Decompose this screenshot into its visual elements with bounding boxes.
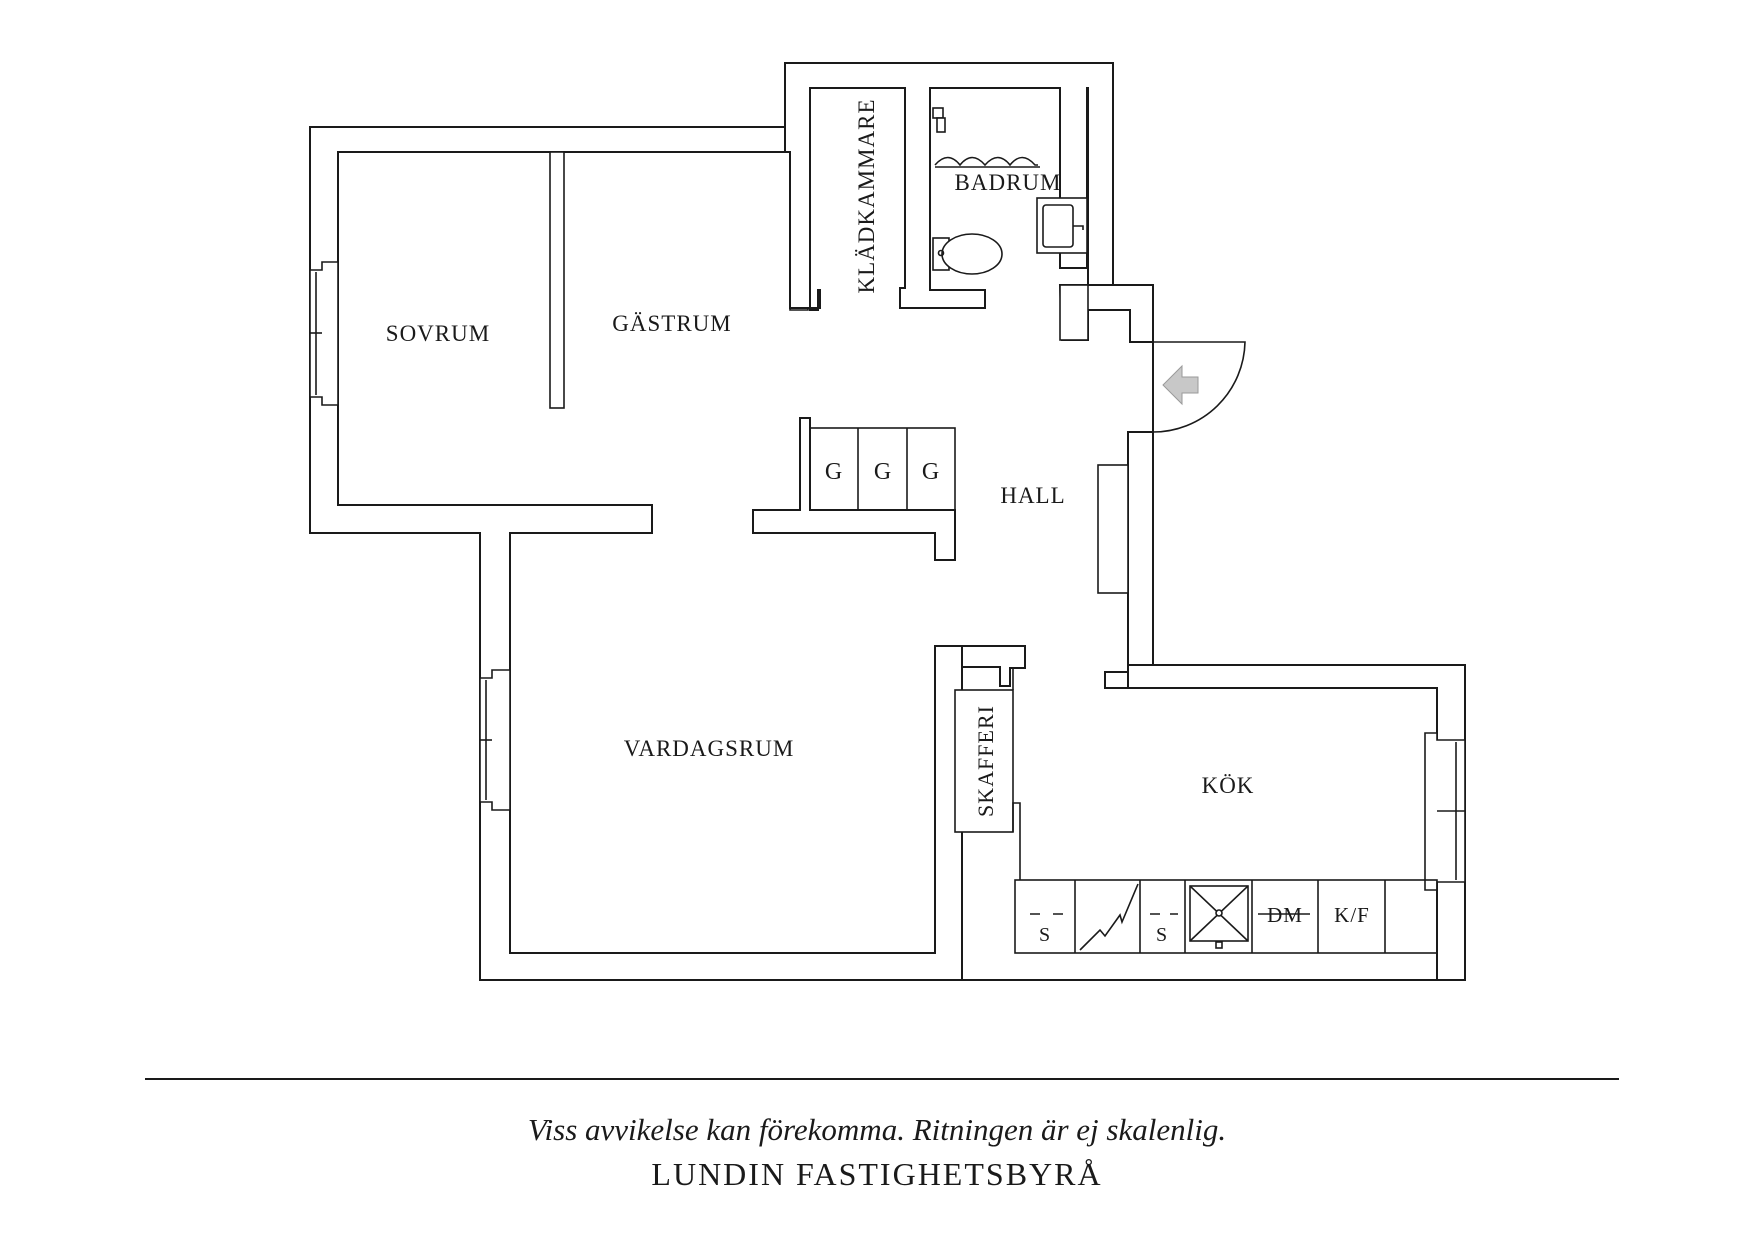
room-label-vardagsrum: VARDAGSRUM: [624, 736, 795, 761]
window-vardagsrum: [479, 669, 511, 811]
hall-wardrobe: [1097, 464, 1129, 594]
wardrobe-label: G: [874, 459, 892, 485]
kitchen-sink-label: S: [1156, 924, 1168, 946]
wall-kitchen-corner: [1104, 671, 1129, 689]
skafferi-closet: [954, 645, 1026, 880]
kitchen-sink-label: S: [1039, 924, 1051, 946]
disclaimer-text: Viss avvikelse kan förekomma. Ritningen …: [527, 1112, 1227, 1147]
wardrobe-block: [752, 417, 956, 561]
shower-mixer-icon: [932, 107, 946, 133]
room-label-kok: KÖK: [1202, 773, 1255, 798]
dishwasher-label: DM: [1267, 903, 1303, 927]
footer-divider: [145, 1078, 1619, 1080]
fridge-freezer-label: K/F: [1334, 903, 1370, 927]
wardrobe-label: G: [922, 459, 940, 485]
drainboard-icon: [1079, 883, 1139, 951]
room-label-gastrum: GÄSTRUM: [612, 311, 731, 336]
wardrobe-label: G: [825, 459, 843, 485]
bathroom-fixtures: [932, 107, 1088, 275]
wall-hall-east: [1127, 431, 1154, 666]
window-kok: [1424, 732, 1466, 891]
heater-icon: [934, 156, 1040, 168]
room-label-hall: HALL: [1000, 483, 1065, 508]
window-sovrum: [309, 261, 339, 406]
toilet-icon: [932, 233, 1003, 275]
stove-icon: [1189, 885, 1249, 949]
room-label-badrum: BADRUM: [955, 170, 1062, 195]
bath-entry-wall: [1059, 284, 1089, 341]
entrance-arrow-icon: [1162, 364, 1199, 406]
wall-north: [784, 62, 1114, 311]
room-label-sovrum: SOVRUM: [386, 321, 490, 346]
partition-sovrum-gastrum: [549, 151, 565, 409]
brand-name: LUNDIN FASTIGHETSBYRÅ: [651, 1156, 1103, 1192]
room-label-kladkammare: KLÄDKAMMARE: [854, 99, 879, 294]
room-label-skafferi: SKAFFERI: [973, 705, 998, 817]
entrance-door: [1152, 341, 1246, 433]
kitchen-counter: [1014, 879, 1438, 954]
sink-icon: [1036, 197, 1088, 254]
